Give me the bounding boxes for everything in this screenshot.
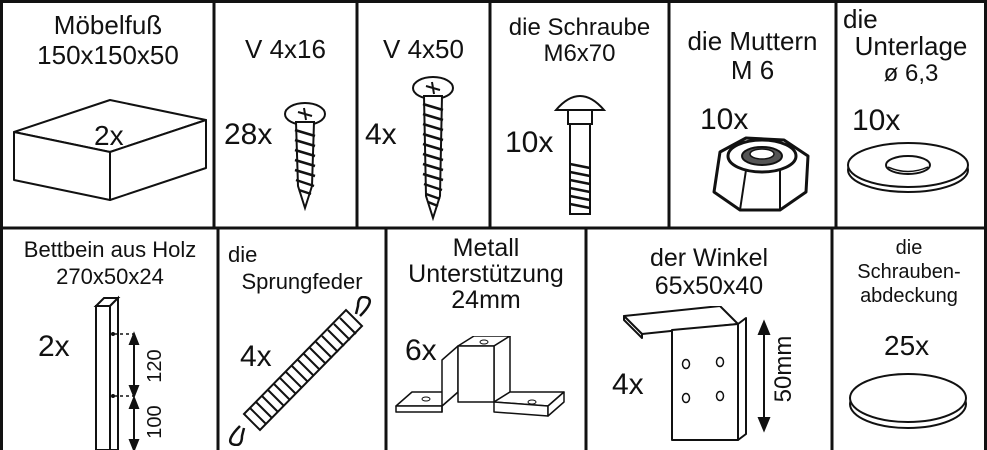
part-name-line: M6x70	[543, 40, 616, 67]
spring-icon	[229, 296, 371, 446]
angle-bracket-icon	[623, 306, 771, 441]
part-name-line: 150x150x50	[37, 40, 179, 70]
washer-icon	[847, 142, 969, 193]
part-name-line: abdeckung	[860, 285, 958, 307]
part-name-line: die Schraube	[508, 14, 651, 41]
part-quantity: 28x	[224, 118, 273, 151]
dimension-label: 120	[144, 349, 166, 383]
part-name-line: V 4x16	[245, 34, 326, 64]
part-name-line: Unterlage	[854, 31, 968, 61]
screw-cap-icon	[849, 373, 967, 429]
nut-icon	[712, 136, 810, 212]
wooden-leg-icon	[93, 295, 140, 450]
part-name-line: Schrauben-	[857, 261, 961, 283]
part-name-line: Möbelfuß	[53, 10, 163, 40]
part-name-line: ø 6,3	[883, 60, 939, 87]
part-quantity: 10x	[700, 103, 749, 136]
part-name-line: 270x50x24	[56, 264, 164, 289]
part-quantity: 25x	[884, 330, 930, 361]
part-name-line: Bettbein aus Holz	[23, 237, 197, 262]
part-quantity: 4x	[365, 118, 397, 151]
part-name-line: die	[843, 4, 878, 34]
part-name-line: die	[895, 237, 923, 259]
part-name-line: Unterstützung	[408, 260, 564, 288]
screw-icon	[284, 102, 326, 212]
screw-icon	[412, 76, 454, 222]
part-quantity: 6x	[405, 334, 437, 367]
dimension-label: 50mm	[770, 335, 797, 403]
part-name-line: die Muttern	[687, 26, 818, 56]
part-name-line: die	[228, 242, 258, 267]
part-quantity: 10x	[505, 126, 554, 159]
part-quantity: 2x	[38, 330, 70, 363]
dimension-label: 100	[144, 405, 166, 439]
carriage-bolt-icon	[553, 95, 607, 215]
part-name-line: V 4x50	[383, 34, 464, 64]
part-name-line: M 6	[730, 55, 775, 85]
part-quantity: 4x	[612, 368, 644, 401]
part-name-line: 65x50x40	[654, 272, 764, 300]
block-icon	[13, 99, 207, 201]
part-name-line: Metall	[452, 234, 520, 262]
part-name-line: Sprungfeder	[241, 269, 363, 294]
part-name-line: 24mm	[451, 286, 521, 314]
part-quantity: 2x	[94, 120, 124, 151]
metal-bracket-icon	[395, 336, 565, 417]
part-quantity: 10x	[852, 104, 901, 137]
part-name-line: der Winkel	[649, 244, 769, 272]
part-quantity: 4x	[240, 340, 272, 373]
